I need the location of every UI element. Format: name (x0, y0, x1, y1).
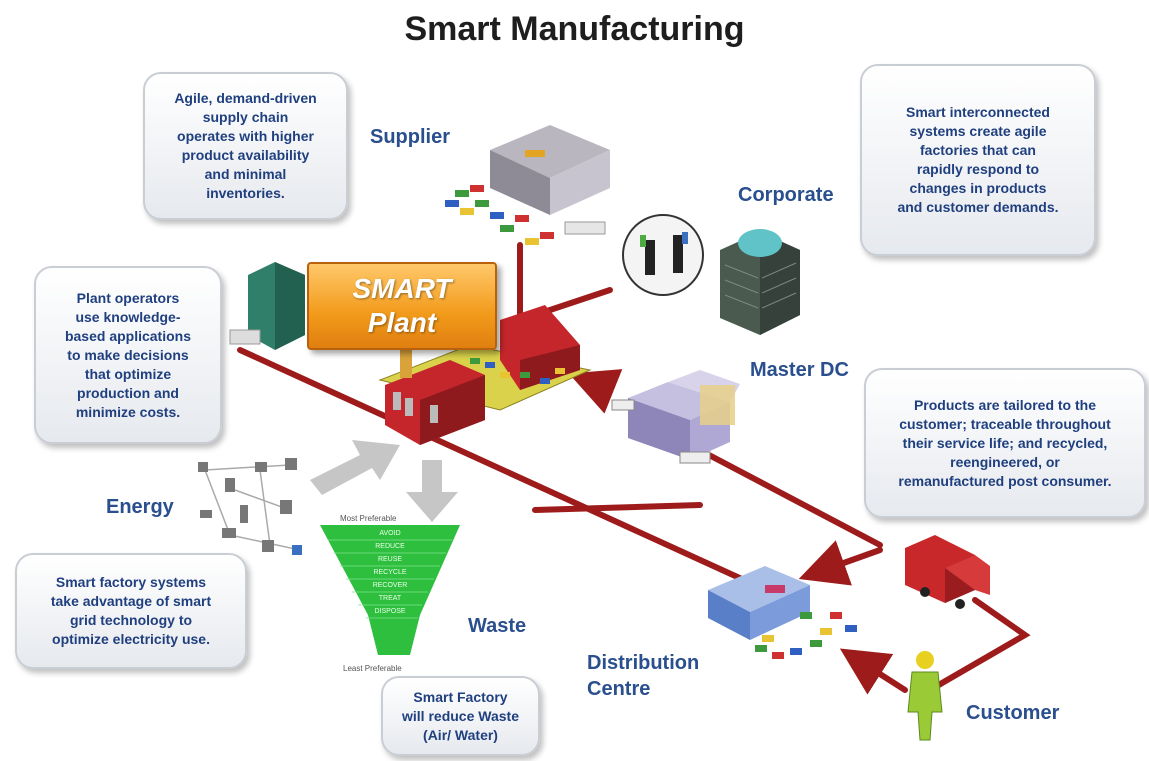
label-supplier: Supplier (370, 126, 451, 148)
callout-waste-reduction: Smart Factory will reduce Waste (Air/ Wa… (381, 676, 540, 756)
funnel-tier-3: REUSE (377, 556, 403, 563)
label-energy: Energy (106, 496, 174, 518)
corporate-building-icon (720, 229, 800, 335)
distribution-centre-icon (708, 566, 857, 659)
callout-interconnected-systems: Smart interconnected systems create agil… (860, 64, 1096, 256)
funnel-tier-5: RECOVER (372, 582, 408, 589)
pipe-dc-plant (568, 369, 623, 414)
energy-grid-icon (204, 464, 301, 551)
pipe-truck-customer (927, 597, 1031, 693)
funnel-bottom-label: Least Preferable (343, 664, 402, 673)
funnel-top-label: Most Preferable (340, 514, 397, 523)
corporate-meeting-icon (622, 214, 704, 296)
funnel-tier-1: AVOID (379, 530, 401, 537)
left-factory-icon (229, 262, 305, 350)
flow-pipes (237, 242, 1031, 695)
callout-products-tailored: Products are tailored to the customer; t… (864, 368, 1146, 518)
label-corporate: Corporate (738, 184, 834, 206)
smart-plant-sign-line1: SMART (352, 273, 452, 304)
customer-figure-icon (907, 651, 943, 741)
label-master-dc: Master DC (750, 359, 849, 381)
label-distribution-centre: Distribution Centre (587, 652, 700, 700)
energy-nodes (198, 458, 302, 555)
pipe-customer-dc (839, 648, 908, 695)
label-customer: Customer (966, 702, 1060, 724)
energy-to-plant-arrow (310, 440, 400, 495)
funnel-tier-7: DISPOSE (374, 608, 406, 615)
funnel-tier-4: RECYCLE (373, 569, 407, 576)
page-title: Smart Manufacturing (404, 10, 745, 48)
callout-supply-chain: Agile, demand-driven supply chain operat… (143, 72, 348, 220)
smart-plant-factory-icon (378, 305, 592, 445)
callout-energy-smart-grid: Smart factory systems take advantage of … (15, 553, 247, 669)
pipe-dc-truck (687, 442, 883, 548)
smart-plant-sign: SMART Plant (307, 262, 497, 350)
funnel-tier-6: TREAT (378, 595, 402, 602)
funnel-tier-2: REDUCE (375, 543, 405, 550)
waste-funnel (320, 525, 460, 655)
callout-plant-operators: Plant operators use knowledge- based app… (34, 266, 222, 444)
pipe-main-diagonal (237, 347, 758, 588)
supplier-warehouse-icon (445, 125, 610, 245)
master-dc-icon (611, 370, 740, 464)
plant-to-waste-arrow (406, 460, 458, 522)
delivery-truck-icon (905, 535, 990, 609)
label-waste: Waste (468, 615, 527, 637)
smart-plant-sign-line2: Plant (367, 307, 437, 338)
